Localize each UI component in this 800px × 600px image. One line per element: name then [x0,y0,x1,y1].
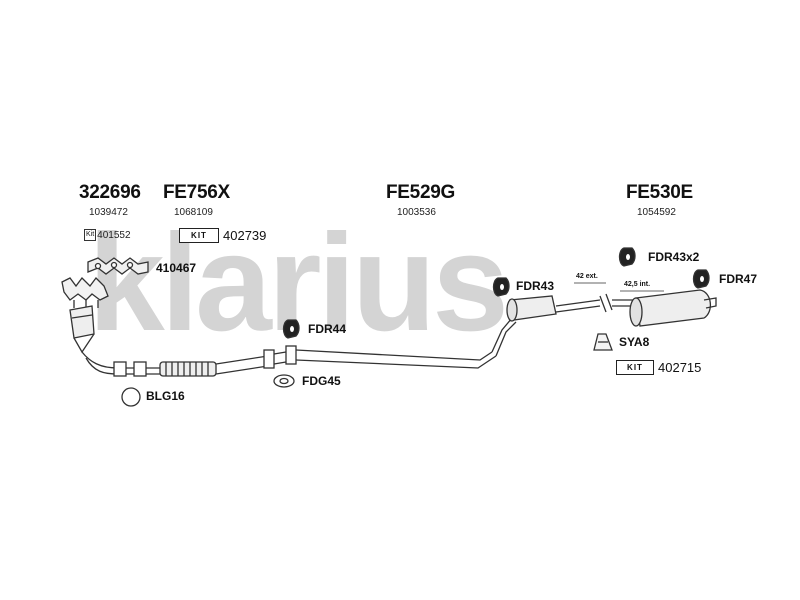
clamp-sya8-icon [593,333,613,351]
label-410467: 410467 [156,261,197,275]
kit-402739: KIT 402739 [179,228,266,243]
rubber-mount-fdr43-icon [492,277,510,297]
dimension-int: 42,5 int. [624,281,651,288]
label-fdr44: FDR44 [308,322,347,336]
kit-badge: Kit [84,229,97,241]
kit-badge: KIT [179,228,219,243]
rubber-mount-fdr44-icon [282,319,300,339]
dimension-lines [574,282,664,292]
rubber-mount-fdr47-icon [692,269,710,289]
reference-number-1003536: 1003536 [397,207,436,218]
part-number-322696: 322696 [79,182,141,203]
rubber-mount-fdr43x2-icon [618,247,636,267]
label-fdr47: FDR47 [719,272,758,286]
centre-silencer [506,295,601,322]
kit-401552: Kit 401552 [84,229,131,241]
gasket-410467-icon [87,257,149,275]
part-number-fe530e: FE530E [626,182,693,203]
catalytic-converter [69,305,95,354]
label-fdr43: FDR43 [516,279,555,293]
flex-pipe [159,361,217,377]
kit-code: 402739 [223,228,267,243]
part-number-fe756x: FE756X [163,182,230,203]
rear-silencer [629,289,717,327]
label-blg16: BLG16 [146,389,185,403]
label-fdr43x2: FDR43x2 [648,250,700,264]
kit-code: 402715 [658,360,702,375]
kit-badge: KIT [616,360,654,375]
dimension-ext: 42 ext. [576,273,598,280]
front-pipe [81,351,160,377]
kit-402715: KIT 402715 [616,360,701,375]
exhaust-manifold [61,277,109,308]
kit-code: 401552 [97,229,131,241]
reference-number-1068109: 1068109 [174,207,213,218]
intermediate-pipe [215,317,517,375]
part-number-fe529g: FE529G [386,182,455,203]
ring-blg16-icon [121,387,141,407]
clamp-fdg45-icon [273,374,295,388]
label-sya8: SYA8 [619,335,650,349]
reference-number-1039472: 1039472 [89,207,128,218]
reference-number-1054592: 1054592 [637,207,676,218]
label-fdg45: FDG45 [302,374,341,388]
